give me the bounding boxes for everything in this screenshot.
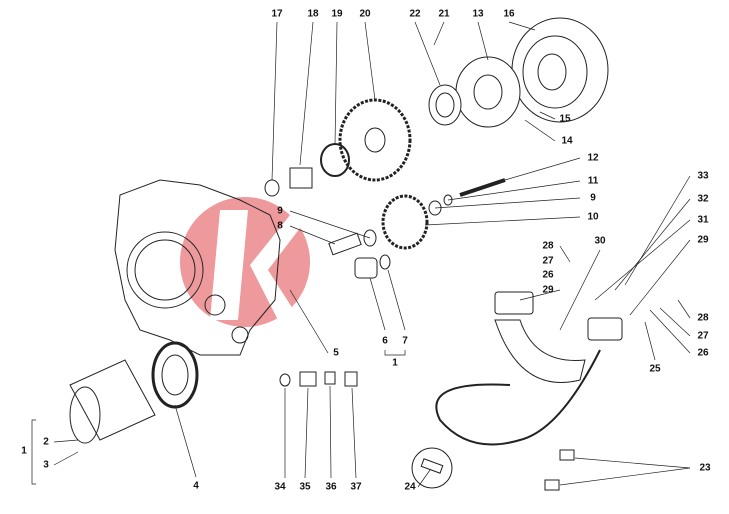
- callout-16: 16: [503, 8, 515, 20]
- freewheel-clutch: [428, 84, 462, 126]
- pickup-sensor-2: [587, 317, 623, 341]
- callout-3: 3: [43, 459, 49, 471]
- callout-7: 7: [402, 335, 408, 347]
- callout-23: 23: [699, 462, 711, 474]
- pickup-sensor: [494, 291, 534, 315]
- shaft: [328, 232, 362, 256]
- starter-motor: [69, 341, 199, 444]
- callout-21: 21: [438, 8, 450, 20]
- callout-20: 20: [359, 8, 371, 20]
- callout-18: 18: [307, 8, 319, 20]
- callout-22: 22: [409, 8, 421, 20]
- leader-lines: [31, 21, 691, 488]
- callout-9-right: 9: [590, 192, 596, 204]
- callout-37: 37: [350, 481, 362, 493]
- callout-34: 34: [274, 481, 286, 493]
- callout-29-right: 29: [697, 234, 709, 246]
- callout-11: 11: [587, 175, 599, 187]
- callout-27-mid: 27: [542, 255, 554, 267]
- pickup-bracket: [494, 319, 586, 383]
- callout-15: 15: [559, 113, 571, 125]
- callout-33: 33: [697, 170, 709, 182]
- connector: [544, 479, 560, 491]
- callout-28-right: 28: [697, 312, 709, 324]
- callout-19: 19: [331, 8, 343, 20]
- washer: [264, 179, 280, 197]
- callout-5: 5: [333, 347, 339, 359]
- callout-25: 25: [649, 363, 661, 375]
- callout-28-mid: 28: [542, 240, 554, 252]
- callout-24: 24: [404, 481, 416, 493]
- detail-circle: [411, 447, 453, 489]
- callout-32: 32: [697, 193, 709, 205]
- callout-31: 31: [697, 214, 709, 226]
- intermediate-gear: [381, 194, 429, 250]
- flywheel: [511, 17, 609, 123]
- callout-14: 14: [561, 135, 573, 147]
- wiring-harness: [435, 349, 601, 446]
- callout-35: 35: [299, 481, 311, 493]
- watermark-logo: [180, 197, 310, 327]
- pinion: [354, 257, 378, 279]
- callout-6: 6: [382, 335, 388, 347]
- callout-1-left: 1: [21, 445, 27, 457]
- callout-26-right: 26: [697, 347, 709, 359]
- large-gear: [338, 98, 412, 182]
- bolt: [459, 178, 506, 197]
- callout-1-mid: 1: [392, 357, 398, 369]
- connector: [559, 449, 575, 461]
- callout-10: 10: [587, 211, 599, 223]
- callout-13: 13: [472, 8, 484, 20]
- callout-12: 12: [587, 152, 599, 164]
- callout-29-mid: 29: [542, 284, 554, 296]
- callout-9-left: 9: [277, 205, 283, 217]
- crankcase: [114, 179, 281, 356]
- callout-26-mid: 26: [542, 269, 554, 281]
- washer: [428, 200, 442, 216]
- callout-4: 4: [193, 480, 199, 492]
- bush: [289, 167, 313, 189]
- callout-30: 30: [594, 235, 606, 247]
- callout-2: 2: [43, 436, 49, 448]
- callout-36: 36: [325, 481, 337, 493]
- callout-17: 17: [271, 8, 283, 20]
- starter-clutch-plate: [455, 56, 521, 128]
- callout-27-right: 27: [697, 330, 709, 342]
- callout-8: 8: [277, 220, 283, 232]
